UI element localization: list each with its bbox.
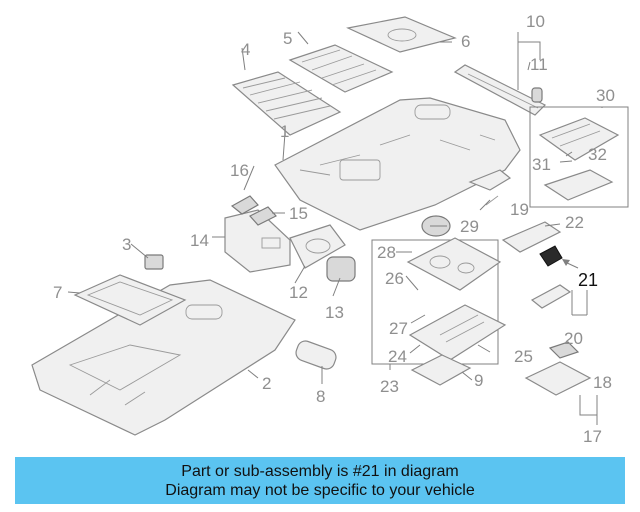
part-28-console	[406, 237, 502, 291]
part-12-housing	[289, 224, 346, 269]
leader-17-18	[579, 395, 598, 425]
callout-29: 29	[460, 217, 479, 236]
part-8-lens	[295, 340, 337, 370]
callout-19: 19	[510, 200, 529, 219]
part-9-lens	[410, 354, 472, 386]
info-banner: Part or sub-assembly is #21 in diagram D…	[15, 457, 625, 504]
callout-25: 25	[514, 347, 533, 366]
arrow-21	[562, 259, 570, 266]
callout-26: 26	[385, 269, 404, 288]
callout-20: 20	[564, 329, 583, 348]
group-box-30	[529, 106, 629, 208]
part-4-pad	[231, 71, 342, 136]
part-1-headliner	[274, 97, 521, 231]
callout-1: 1	[280, 122, 289, 141]
callout-23: 23	[380, 377, 399, 396]
callout-22: 22	[565, 213, 584, 232]
part-13-lamp	[326, 256, 356, 282]
callout-12: 12	[289, 283, 308, 302]
part-18-lamp	[524, 341, 592, 396]
leader-10	[517, 32, 541, 90]
banner-line-disclaimer: Diagram may not be specific to your vehi…	[165, 481, 475, 499]
part-21-assembly	[539, 245, 563, 267]
callout-30: 30	[596, 86, 615, 105]
callout-16: 16	[230, 161, 249, 180]
callout-5: 5	[283, 29, 292, 48]
callout-21: 21	[578, 270, 598, 290]
callout-8: 8	[316, 387, 325, 406]
callout-31: 31	[532, 155, 551, 174]
callout-32: 32	[588, 145, 607, 164]
callout-11: 11	[530, 55, 548, 74]
leader-20	[571, 290, 588, 316]
callout-28: 28	[377, 243, 396, 262]
callout-2: 2	[262, 374, 271, 393]
leader-lines	[67, 31, 573, 384]
callout-17: 17	[583, 427, 602, 446]
part-14-sunvisor	[224, 209, 291, 273]
callout-15: 15	[289, 204, 308, 223]
parts-diagram: 10 11 30 6 5 4 1 32 31 16 15 19 29 22 14…	[31, 12, 629, 446]
part-20-bracket	[530, 284, 572, 309]
callout-10: 10	[526, 12, 545, 31]
part-19-handle	[468, 169, 512, 206]
part-5-pad	[288, 44, 394, 93]
callout-7: 7	[53, 283, 62, 302]
banner-line-part: Part or sub-assembly is #21 in diagram	[181, 462, 459, 480]
part-30-console	[538, 117, 620, 201]
callout-6: 6	[461, 32, 470, 51]
part-10-rail	[453, 64, 547, 116]
callout-24: 24	[388, 347, 407, 366]
part-3-clip	[144, 254, 164, 270]
callout-13: 13	[325, 303, 344, 322]
part-7-panel	[73, 274, 187, 326]
callout-27: 27	[389, 319, 408, 338]
part-15-16-hooks	[230, 195, 277, 226]
callout-3: 3	[122, 235, 131, 254]
callout-9: 9	[474, 371, 483, 390]
part-25-panel	[408, 304, 507, 361]
callout-18: 18	[593, 373, 612, 392]
callout-4: 4	[241, 40, 250, 59]
part-22-housing	[501, 221, 562, 253]
leader-23	[371, 240, 391, 370]
callout-14: 14	[190, 231, 209, 250]
part-2-headliner	[31, 279, 296, 436]
part-6-pad	[346, 16, 457, 53]
